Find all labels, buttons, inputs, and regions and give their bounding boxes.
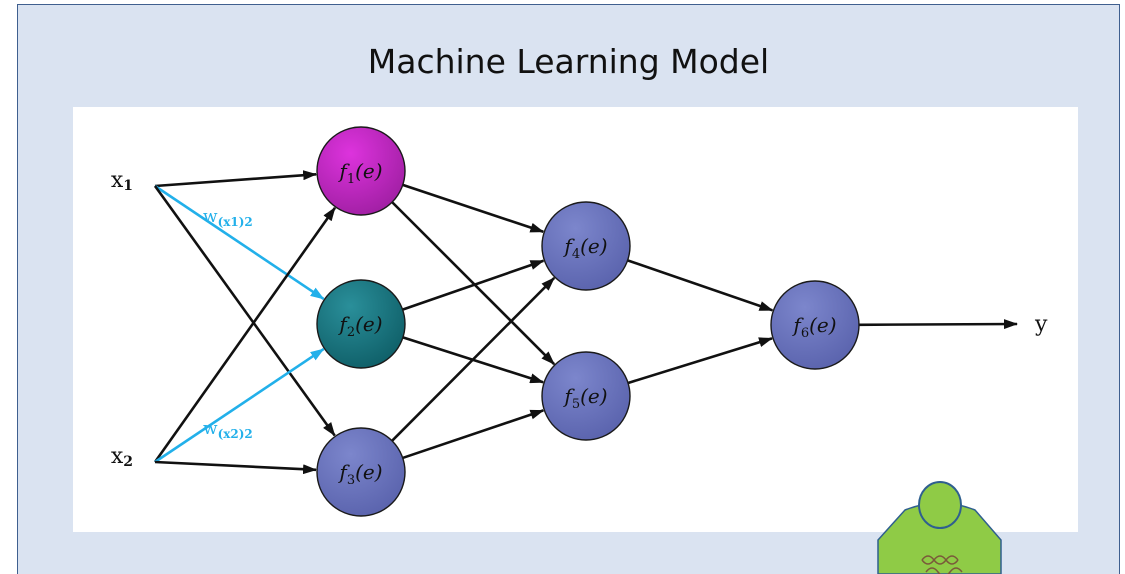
node-f6: f6(e)	[770, 280, 860, 370]
output-label-y: y	[1034, 312, 1048, 337]
node-f1-label: f1(e)	[337, 159, 382, 187]
node-f1-circle	[316, 126, 406, 216]
weight-label-w22: w(x2)2	[203, 419, 253, 441]
input-label-x2: x2	[111, 444, 133, 470]
node-f4: f4(e)	[541, 201, 631, 291]
edge-f6-to-y	[858, 319, 1018, 330]
edge-f1-to-f4	[402, 183, 545, 234]
edge-x1-to-f1	[154, 170, 318, 188]
node-f2-label: f2(e)	[337, 312, 382, 340]
edges-layer	[153, 170, 1018, 475]
weight-label-w12: w(x1)2	[203, 207, 253, 229]
node-f3-circle	[316, 427, 406, 517]
labels-layer: x1 x2 y w(x1)2 w(x2)2	[111, 168, 1048, 470]
edge-x1-to-f3	[153, 185, 336, 437]
node-f6-circle	[770, 280, 860, 370]
input-label-x1: x1	[111, 168, 133, 194]
edge-x1-to-f2	[154, 184, 325, 301]
node-f2-circle	[316, 279, 406, 369]
person-head	[918, 481, 962, 529]
edge-f2-to-f4	[402, 259, 545, 311]
node-f4-label: f4(e)	[562, 234, 607, 262]
edge-f3-to-f4	[391, 276, 556, 442]
node-f6-label: f6(e)	[791, 313, 836, 341]
node-f3: f3(e)	[316, 427, 406, 517]
node-f4-circle	[541, 201, 631, 291]
edge-x2-to-f1	[153, 206, 337, 463]
edge-f3-to-f5	[402, 409, 545, 460]
dna-icon	[921, 555, 963, 574]
node-f3-label: f3(e)	[337, 460, 382, 488]
person-figure-icon	[877, 481, 1002, 574]
edge-x2-to-f3	[154, 460, 318, 475]
edge-x2-to-f2	[154, 347, 325, 464]
edge-f1-to-f5	[391, 201, 556, 366]
node-f5: f5(e)	[541, 351, 631, 441]
diagram-area	[73, 107, 1078, 532]
nodes-layer: f1(e) f2(e) f3(e) f4(e) f5(e) f6(e)	[316, 126, 860, 517]
node-f5-circle	[541, 351, 631, 441]
slide-title: Machine Learning Model	[367, 42, 770, 81]
node-f2: f2(e)	[316, 279, 406, 369]
edge-f4-to-f6	[627, 259, 774, 312]
node-f1: f1(e)	[316, 126, 406, 216]
edge-f5-to-f6	[627, 337, 773, 385]
node-f5-label: f5(e)	[562, 384, 607, 412]
